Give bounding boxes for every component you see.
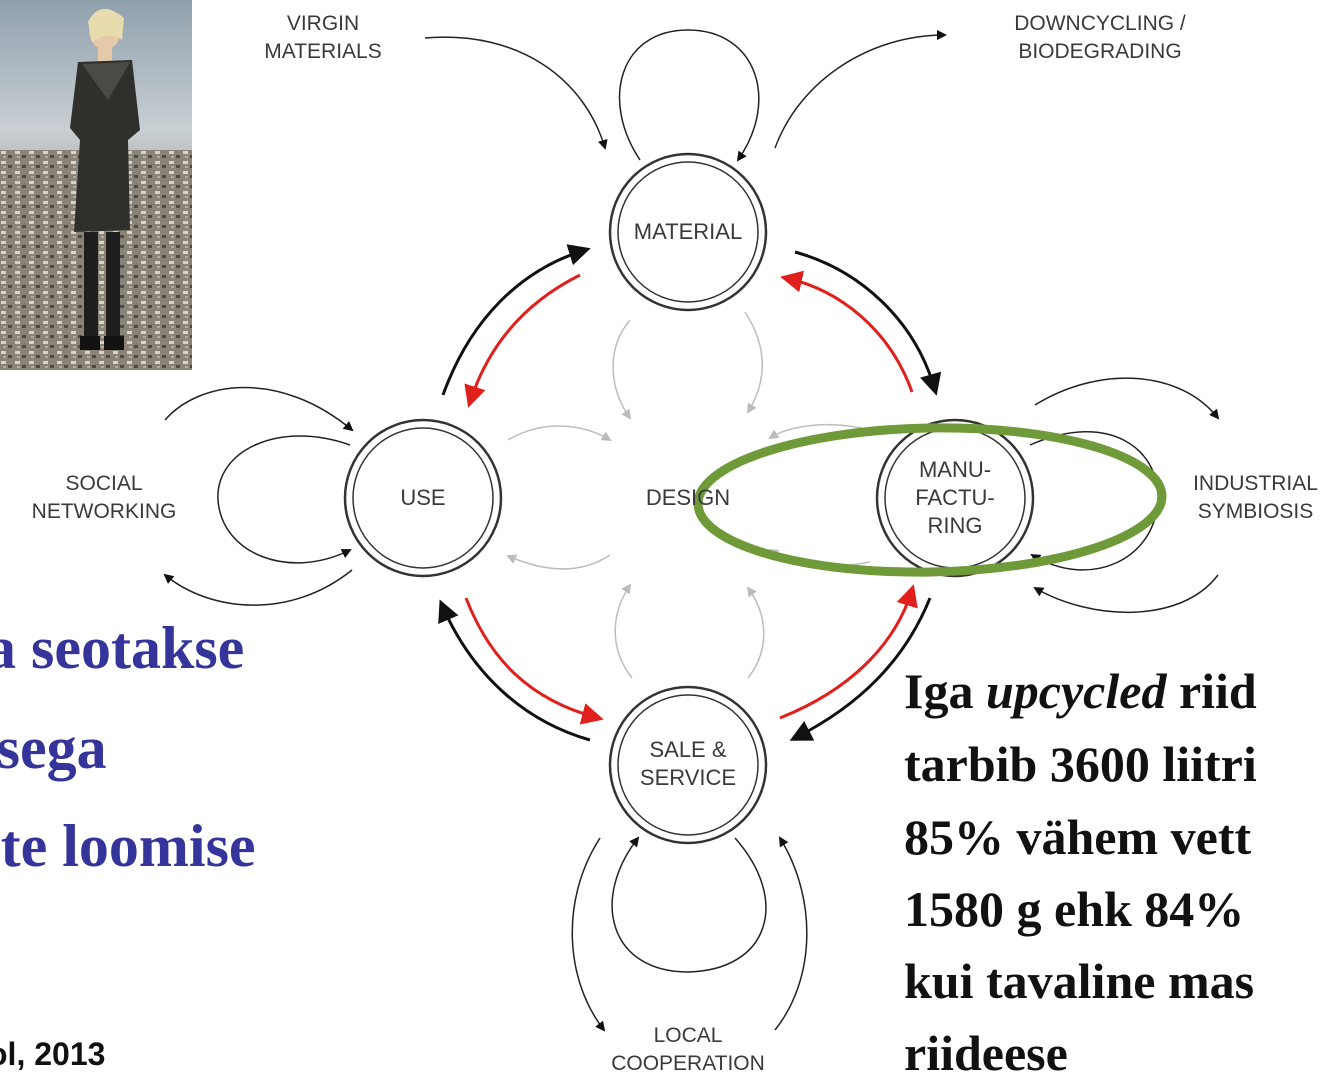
node-sale-line-1: SALE &	[649, 737, 727, 762]
label-social-line-2: NETWORKING	[31, 500, 177, 523]
right-text-italic: upcycled	[985, 663, 1167, 719]
right-text-line-1: Iga upcycled riid	[904, 662, 1257, 720]
node-manufacturing-line-3: RING	[927, 513, 983, 538]
right-text-prefix: Iga	[904, 663, 986, 719]
right-text-line-3: 85% vähem vett	[904, 809, 1252, 865]
right-text-line-5: kui tavaline mas	[904, 953, 1255, 1009]
node-manufacturing: MANU- FACTU- RING	[895, 456, 1015, 540]
node-design: DESIGN	[618, 484, 758, 512]
right-text-suffix: riid	[1166, 663, 1257, 719]
sale-circle	[608, 685, 768, 845]
label-virgin-line-2: MATERIALS	[264, 40, 382, 63]
label-virgin-line-1: VIRGIN	[286, 12, 360, 35]
label-local-line-2: COOPERATION	[611, 1052, 765, 1075]
node-material: MATERIAL	[612, 218, 764, 246]
node-manufacturing-line-1: MANU-	[918, 457, 992, 482]
label-industrial-line-1: INDUSTRIAL	[1193, 472, 1318, 495]
manufacturing-circle	[875, 418, 1035, 578]
label-local-cooperation: LOCAL COOPERATION	[596, 1022, 780, 1078]
right-text-line-4: 1580 g ehk 84%	[904, 881, 1245, 937]
node-sale-service: SALE & SERVICE	[618, 736, 758, 792]
highlight-ellipse	[693, 423, 1167, 577]
label-local-line-1: LOCAL	[653, 1024, 723, 1047]
label-downcycling-line-2: BIODEGRADING	[1018, 40, 1182, 63]
label-downcycling-line-1: DOWNCYCLING /	[1014, 12, 1186, 35]
label-industrial-symbiosis: INDUSTRIAL SYMBIOSIS	[1172, 470, 1339, 526]
left-text-line-2: isega	[0, 715, 107, 781]
citation: ol, 2013	[0, 1036, 106, 1072]
node-sale-line-2: SERVICE	[639, 765, 737, 790]
right-text-line-2: tarbib 3600 liitri	[904, 736, 1257, 792]
label-industrial-line-2: SYMBIOSIS	[1197, 500, 1314, 523]
label-social-line-1: SOCIAL	[65, 472, 143, 495]
use-circle	[343, 418, 503, 578]
material-circle	[608, 152, 768, 312]
node-use-label: USE	[400, 485, 446, 510]
node-use: USE	[373, 484, 473, 512]
label-downcycling: DOWNCYCLING / BIODEGRADING	[980, 10, 1220, 66]
right-text-line-6: riideese	[904, 1025, 1068, 1081]
left-text-line-1: a seotakse	[0, 615, 245, 681]
label-virgin-materials: VIRGIN MATERIALS	[238, 10, 408, 66]
woman-on-landfill-photo	[0, 0, 192, 370]
node-manufacturing-line-2: FACTU-	[915, 485, 995, 510]
node-design-label: DESIGN	[645, 485, 731, 510]
label-social-networking: SOCIAL NETWORKING	[0, 470, 208, 526]
left-text-line-3: ete loomise	[0, 813, 256, 879]
node-material-label: MATERIAL	[633, 219, 743, 244]
